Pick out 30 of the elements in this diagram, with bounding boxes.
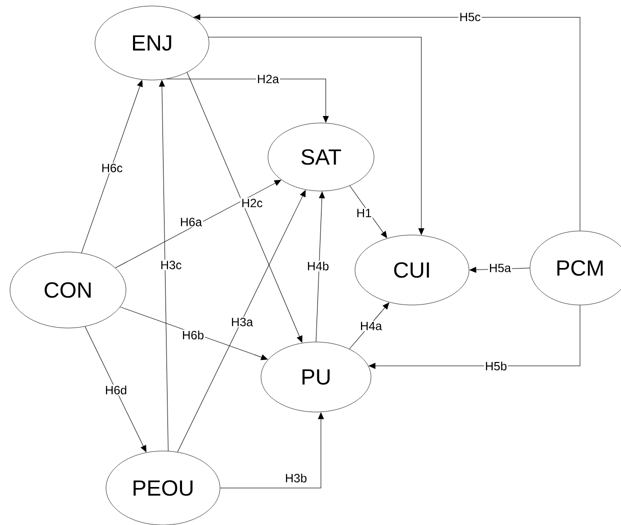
arrow [368, 304, 580, 369]
arrow [120, 306, 268, 360]
arrow [81, 80, 143, 254]
arrow [166, 78, 329, 123]
edge-label: H4b [308, 262, 328, 270]
arrow [316, 192, 325, 342]
arrow [349, 302, 390, 350]
arrow [350, 186, 388, 238]
arrow [186, 72, 302, 343]
edge-label: H6a [180, 218, 202, 226]
edge-label: H3c [161, 260, 182, 270]
edge-label: H5b [486, 362, 506, 370]
arrow [220, 412, 324, 488]
arrow [208, 36, 424, 235]
edge-label: H3a [232, 318, 253, 326]
arrow [84, 326, 146, 452]
arrow [115, 180, 282, 268]
edge-label: H5a [490, 264, 511, 272]
edge-label: H6d [106, 386, 126, 394]
edge-label: H1 [357, 208, 372, 218]
arrow [194, 14, 580, 232]
edge-label: H3b [286, 474, 306, 482]
arrow [177, 190, 306, 452]
edge-label: H5c [460, 12, 480, 22]
edge-label: H6c [102, 164, 122, 172]
arrow [159, 80, 168, 452]
edge-label: H4a [360, 322, 382, 330]
edge-label: H6b [182, 330, 204, 340]
edge-label: H2a [258, 74, 279, 84]
edge-label: H2c [242, 198, 262, 208]
